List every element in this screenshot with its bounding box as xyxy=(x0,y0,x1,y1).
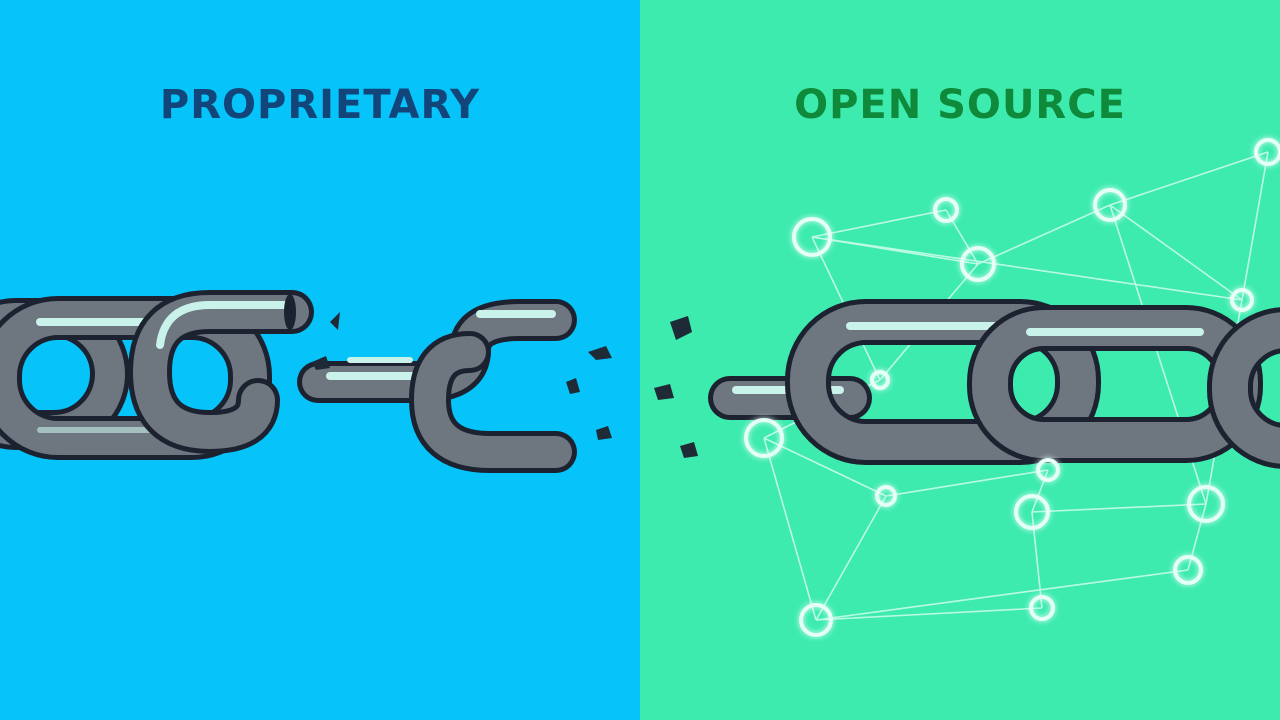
network-node xyxy=(1230,288,1254,312)
broken-chain-illustration xyxy=(0,290,612,473)
network-edge xyxy=(811,236,1243,301)
chain-link-3 xyxy=(967,305,1263,463)
network-node xyxy=(875,485,897,507)
network-nodes xyxy=(744,138,1280,637)
chain-fragments xyxy=(312,312,612,440)
network-node xyxy=(960,246,996,282)
chain-link-4 xyxy=(1207,307,1280,469)
network-node xyxy=(792,217,832,257)
network-node xyxy=(1093,188,1127,222)
network-edge xyxy=(1109,204,1243,301)
proprietary-heading: PROPRIETARY xyxy=(159,82,481,128)
network-chain-illustration xyxy=(654,138,1280,637)
network-node xyxy=(1036,458,1060,482)
network-edge xyxy=(815,607,1043,621)
open-source-heading: OPEN SOURCE xyxy=(794,82,1126,128)
chain-link-broken-right xyxy=(297,299,577,473)
chain-link-broken-left xyxy=(128,290,314,454)
connected-chain xyxy=(708,299,1280,469)
network-node xyxy=(744,418,784,458)
chain-fragments-right xyxy=(654,316,698,458)
network-edge xyxy=(977,204,1111,265)
network-node xyxy=(1014,494,1050,530)
network-edge xyxy=(815,569,1189,621)
network-node xyxy=(1187,485,1225,523)
network-node xyxy=(933,197,959,223)
network-node xyxy=(870,370,890,390)
open-source-panel: OPEN SOURCE xyxy=(640,0,1280,720)
network-edge xyxy=(763,437,887,497)
network-edge xyxy=(885,469,1049,497)
network-node xyxy=(799,603,833,637)
network-node xyxy=(1029,595,1055,621)
network-edge xyxy=(811,209,947,238)
network-node xyxy=(1173,555,1203,585)
network-node xyxy=(1254,138,1280,166)
network-edge xyxy=(1109,151,1269,206)
network-edge xyxy=(1031,469,1049,513)
proprietary-panel: PROPRIETARY xyxy=(0,0,640,720)
network-edge xyxy=(1241,151,1269,301)
network-lines xyxy=(763,151,1269,621)
network-edge xyxy=(763,437,817,621)
network-edge xyxy=(1031,503,1207,513)
network-edge xyxy=(815,495,887,621)
